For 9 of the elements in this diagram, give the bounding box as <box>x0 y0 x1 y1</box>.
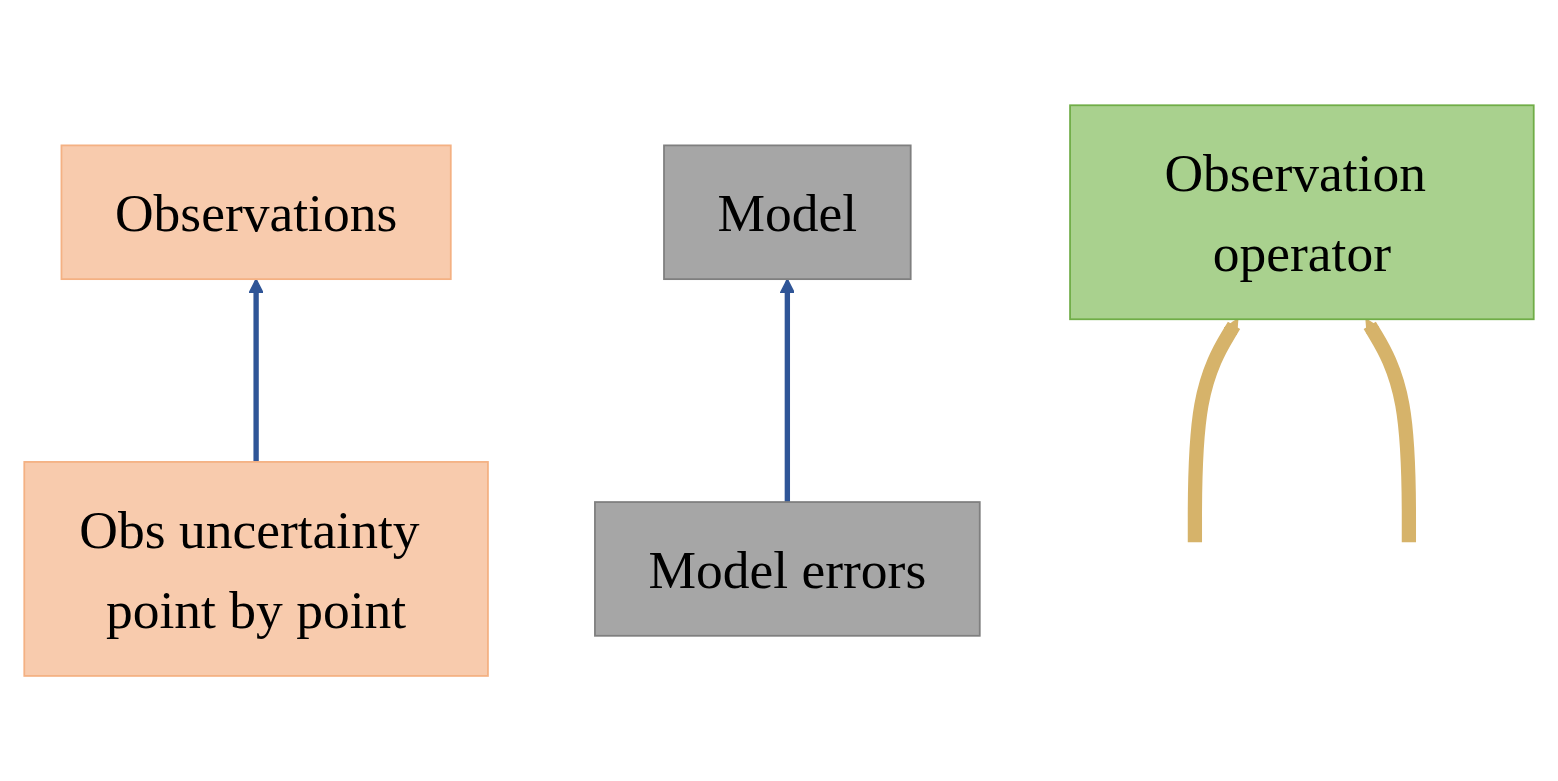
arrow <box>248 278 264 462</box>
node-box: Model errors <box>594 501 981 637</box>
arrow <box>1363 318 1417 543</box>
node-box: Obs uncertainty point by point <box>23 460 489 677</box>
node-box: Observation operator <box>1069 104 1535 321</box>
node-box: Observations <box>60 144 452 280</box>
node-box: Model <box>663 144 912 280</box>
arrow <box>779 278 796 502</box>
arrow <box>1187 318 1241 543</box>
